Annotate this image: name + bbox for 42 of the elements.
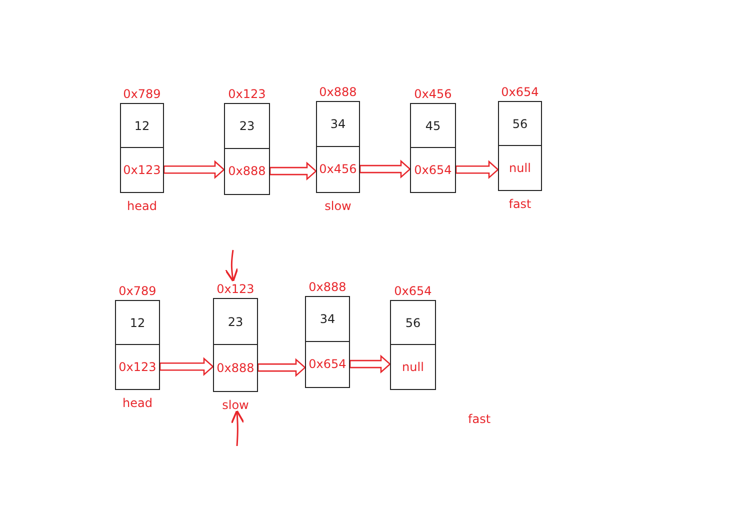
address-label: 0x123 (228, 87, 266, 101)
pointer-label: head (122, 396, 152, 410)
address-label: 0x654 (394, 284, 432, 298)
value-text: 34 (320, 312, 336, 326)
value-text: 12 (134, 118, 150, 132)
pointer-label: slow (324, 199, 352, 213)
pointer-text: null (509, 160, 531, 174)
address-label: 0x888 (319, 85, 357, 99)
block-arrow (163, 160, 225, 180)
pointer-label: fast (508, 197, 532, 211)
value-text: 12 (130, 316, 146, 330)
address-label: 0x654 (501, 85, 539, 99)
value-text: 23 (228, 314, 244, 328)
pointer-text: 0x888 (216, 360, 254, 374)
pointer-label: slow (222, 398, 249, 412)
pointer-text: 0x888 (228, 164, 266, 178)
address-label: 0x888 (308, 280, 346, 294)
pointer-arrow (224, 250, 238, 282)
pointer-arrow (230, 410, 245, 446)
block-arrow (257, 358, 306, 377)
pointer-text: 0x123 (123, 162, 161, 176)
value-text: 23 (239, 119, 255, 133)
pointer-text: 0x654 (414, 162, 452, 176)
pointer-text: 0x654 (308, 357, 346, 371)
address-label: 0x456 (414, 87, 452, 101)
address-label: 0x789 (123, 87, 161, 101)
value-text: 34 (330, 117, 346, 131)
block-arrow (269, 162, 317, 181)
block-arrow (359, 160, 411, 179)
block-arrow (349, 354, 391, 374)
value-text: 45 (425, 118, 441, 132)
block-arrow (159, 357, 214, 376)
pointer-label: fast (468, 412, 491, 426)
pointer-text: null (402, 360, 424, 374)
value-text: 56 (405, 316, 421, 330)
value-text: 56 (512, 116, 528, 130)
address-label: 0x789 (118, 284, 156, 298)
block-arrow (455, 160, 499, 180)
pointer-text: 0x123 (118, 360, 156, 374)
pointer-label: head (127, 199, 157, 213)
pointer-text: 0x456 (319, 162, 357, 176)
address-label: 0x123 (216, 282, 254, 296)
